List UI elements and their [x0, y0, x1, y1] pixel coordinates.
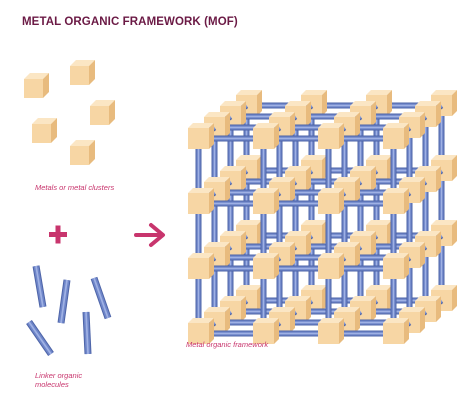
linker-caption: Linker organic molecules — [35, 371, 83, 389]
metal-node-cube — [188, 123, 214, 149]
linker-rod — [32, 265, 47, 308]
metal-node-cube — [253, 188, 279, 214]
plus-icon — [49, 225, 67, 244]
metal-node-cube — [188, 253, 214, 279]
metal-node-cube — [188, 188, 214, 214]
metal-node-cube — [383, 188, 409, 214]
linker-rod — [26, 320, 54, 356]
framework-lattice — [188, 90, 457, 344]
linker-rod — [90, 276, 112, 320]
arrow-head — [149, 223, 165, 247]
framework-caption: Metal organic framework — [186, 340, 269, 349]
metal-node-cube — [318, 318, 344, 344]
arrow-right-icon — [134, 223, 165, 247]
metal-cluster-cube — [70, 60, 95, 85]
metal-cluster-cube — [24, 73, 49, 98]
metal-node-cube — [383, 123, 409, 149]
metals-caption: Metals or metal clusters — [35, 183, 115, 192]
lattice-layer — [188, 123, 412, 344]
metal-node-cube — [253, 123, 279, 149]
metal-node-cube — [188, 318, 214, 344]
linker-rod — [82, 311, 92, 355]
metal-node-cube — [383, 253, 409, 279]
metal-node-cube — [383, 318, 409, 344]
metal-node-cube — [318, 253, 344, 279]
metal-node-cube — [318, 123, 344, 149]
linker-rod — [57, 279, 71, 324]
metal-cluster-cube — [70, 140, 95, 165]
metal-node-cube — [253, 253, 279, 279]
metal-cluster-cube — [90, 100, 115, 125]
plus-vertical-bar — [55, 225, 61, 244]
metal-cluster-cube — [32, 118, 57, 143]
metal-clusters-group — [24, 60, 115, 165]
page-title: METAL ORGANIC FRAMEWORK (MOF) — [22, 16, 238, 28]
metal-node-cube — [253, 318, 279, 344]
linker-molecules-group — [26, 265, 112, 356]
metal-node-cube — [318, 188, 344, 214]
